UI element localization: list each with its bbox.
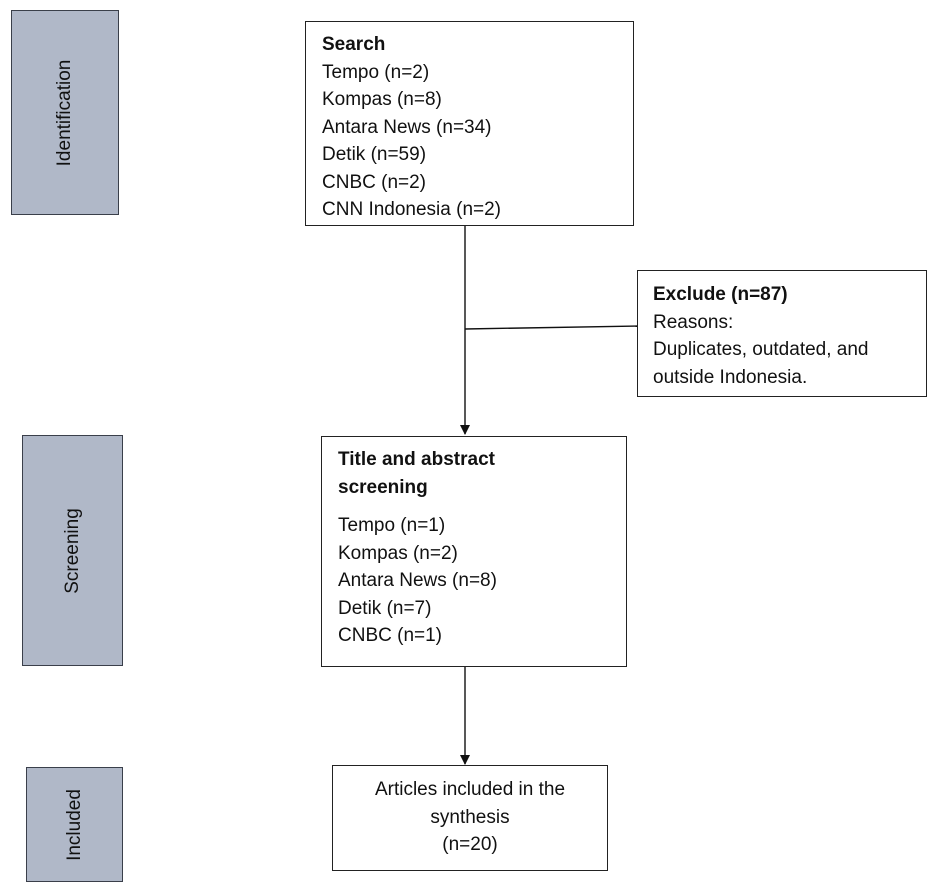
included-text-line: Articles included in the <box>374 779 566 800</box>
exclude-branch-line <box>464 325 639 330</box>
search-title: Search <box>322 34 386 55</box>
included-text-line: synthesis <box>430 806 510 828</box>
exclude-reason-line: Reasons: <box>653 311 734 333</box>
screening-item: Tempo (n=1) <box>338 515 446 536</box>
screening-item: Antara News (n=8) <box>338 570 497 591</box>
search-item: CNN Indonesia (n=2) <box>322 199 502 220</box>
search-item: Kompas (n=8) <box>322 89 442 110</box>
exclude-reason-line: Duplicates, outdated, and <box>653 339 869 360</box>
search-item: Antara News (n=34) <box>322 116 492 138</box>
screening-title: screening <box>338 476 428 498</box>
exclude-title: Exclude (n=87) <box>653 284 788 305</box>
stage-identification: Identification <box>11 10 119 215</box>
search-box: Search Tempo (n=2) Kompas (n=8) Antara N… <box>305 21 634 226</box>
search-item: Tempo (n=2) <box>322 61 430 83</box>
search-item: Detik (n=59) <box>322 144 427 165</box>
exclude-box: Exclude (n=87) Reasons: Duplicates, outd… <box>637 270 927 397</box>
stage-screening: Screening <box>22 435 123 666</box>
included-text-line: (n=20) <box>442 834 498 855</box>
screening-title: Title and abstract <box>338 449 495 470</box>
exclude-reason-line: outside Indonesia. <box>653 366 808 388</box>
screening-item: Kompas (n=2) <box>338 542 458 564</box>
stage-included: Included <box>26 767 123 882</box>
screening-item: Detik (n=7) <box>338 597 432 619</box>
screening-item: CNBC (n=1) <box>338 625 442 646</box>
screening-box: Title and abstract screening Tempo (n=1)… <box>321 436 627 667</box>
included-box: Articles included in the synthesis (n=20… <box>332 765 608 871</box>
search-item: CNBC (n=2) <box>322 171 426 193</box>
spacer <box>338 501 626 512</box>
